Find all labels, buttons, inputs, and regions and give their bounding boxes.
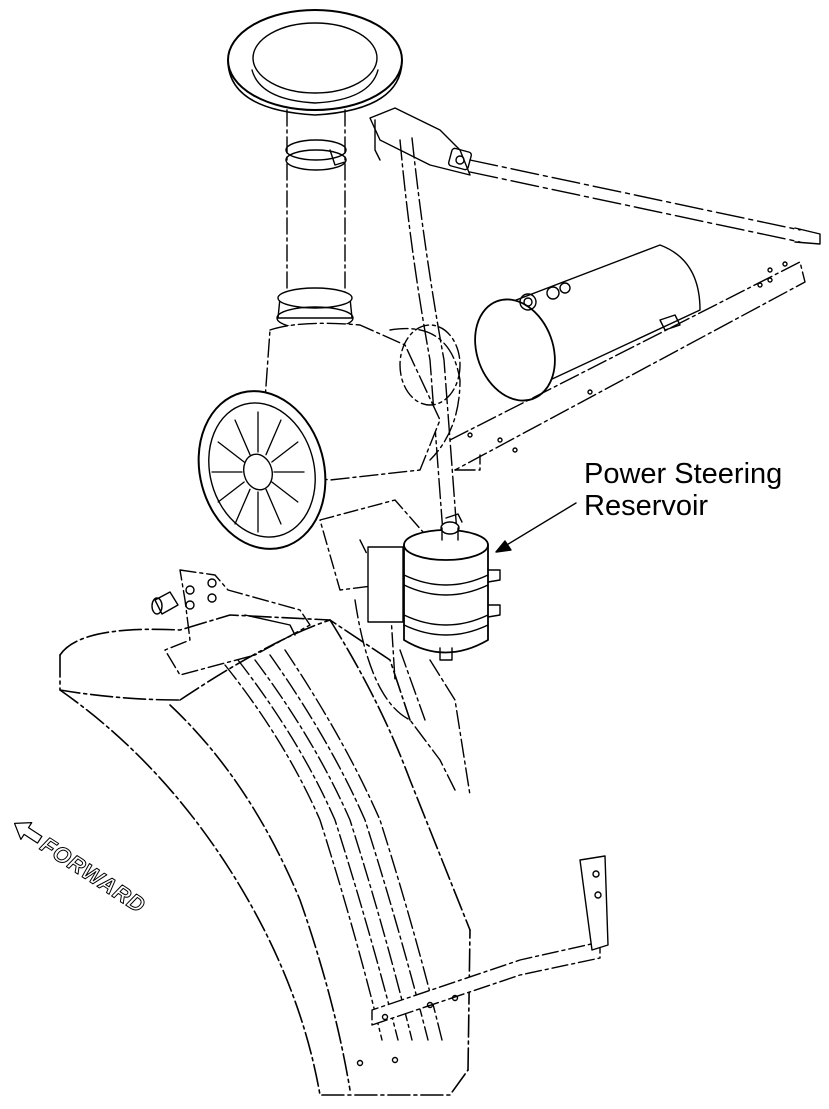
- support-rod: [469, 159, 801, 243]
- power-steering-reservoir: [403, 513, 501, 661]
- mount-strap: [399, 137, 460, 561]
- cover-fin: [217, 481, 245, 503]
- air-cleaner-end-cover: [197, 390, 327, 550]
- frame-rail-holes: [467, 261, 788, 453]
- cover-fin: [217, 441, 245, 463]
- cover-fin: [271, 441, 299, 463]
- cover-fin: [265, 419, 282, 456]
- rod-end: [794, 227, 821, 245]
- callout-line-1: Power Steering: [584, 458, 783, 490]
- intake-pipe: [285, 109, 347, 301]
- cover-fin: [265, 488, 282, 525]
- forward-direction-marker: FORWARD: [13, 822, 151, 919]
- power-steering-reservoir-callout: Power Steering Reservoir: [584, 458, 782, 522]
- frame-rail: [449, 261, 806, 471]
- cleaner-mount-bracket: [319, 499, 431, 681]
- callout-line-2: Reservoir: [584, 490, 709, 522]
- forward-label: FORWARD: [36, 832, 150, 918]
- intake-mount-bracket: [369, 107, 473, 176]
- hose-fitting: [151, 591, 179, 615]
- cover-fin: [234, 419, 251, 456]
- cover-fin: [234, 488, 251, 525]
- fender-bracket: [164, 569, 311, 676]
- fender-support-leg: [354, 599, 471, 796]
- pipe-clamp: [329, 149, 346, 166]
- fender: [59, 614, 471, 1096]
- air-tank: [474, 244, 701, 402]
- callout-leader: [495, 502, 577, 553]
- fender-ribs: [224, 649, 443, 1041]
- lower-bracket: [356, 855, 609, 1067]
- cover-fin: [271, 481, 299, 503]
- arrow-left-icon: [13, 822, 43, 844]
- air-intake-cap: [227, 9, 403, 116]
